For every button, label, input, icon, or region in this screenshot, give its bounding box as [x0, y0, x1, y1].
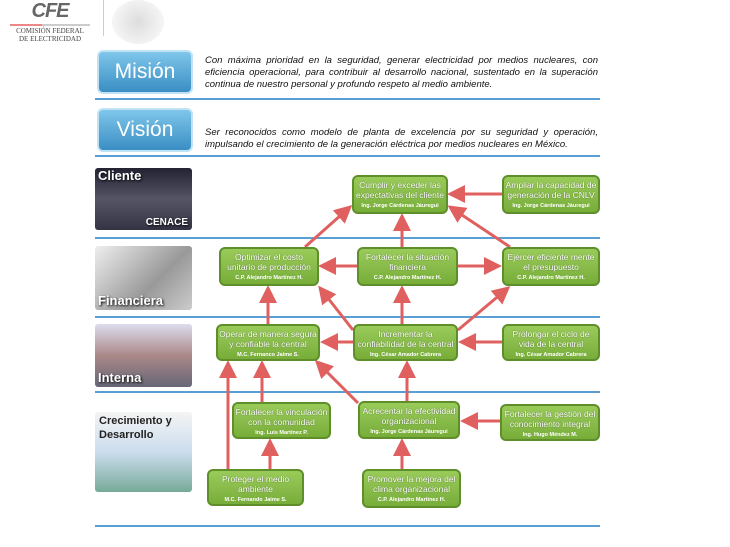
objective-box: Optimizar el costo unitario de producció…	[219, 247, 319, 286]
arrow	[304, 205, 353, 249]
objective-title: Ejercer eficiente mente el presupuesto	[507, 252, 595, 272]
objective-box: Prolongar el ciclo de vida de la central…	[502, 324, 600, 361]
objective-owner: M.C. Fernanco Jaime S.	[237, 352, 299, 358]
objective-title: Ampliar la capacidad de generación de la…	[505, 180, 597, 200]
perspective-label: Crecimiento y Desarrollo	[99, 415, 172, 441]
perspective-sublabel: CENACE	[145, 217, 188, 228]
perspective-interna: Interna	[95, 324, 192, 387]
divider	[95, 525, 600, 527]
objective-owner: Ing. César Amador Cabrera	[515, 352, 587, 358]
objective-box: Ampliar la capacidad de generación de la…	[502, 175, 600, 214]
objective-owner: Ing. Jorge Cárdenas Jáuregui	[361, 203, 439, 209]
org-name-2: DE ELECTRICIDAD	[18, 35, 82, 43]
divider	[95, 98, 600, 100]
objective-title: Optimizar el costo unitario de producció…	[227, 252, 311, 272]
arrow	[447, 205, 511, 249]
objective-title: Fortalecer la situación financiera	[365, 252, 450, 272]
objective-box: Operar de manera segura y confiable la c…	[216, 324, 320, 361]
objective-box: Cumplir y exceder las expectativas del c…	[352, 175, 448, 214]
divider	[95, 316, 600, 318]
objective-box: Acrecentar la efectividad organizacional…	[358, 401, 460, 439]
arrow	[314, 359, 360, 405]
vision-text: Ser reconocidos como modelo de planta de…	[205, 127, 598, 150]
objective-owner: Ing. César Amador Cabrera	[369, 352, 441, 358]
perspective-label: Financiera	[98, 293, 164, 308]
objective-title: Cumplir y exceder las expectativas del c…	[356, 180, 444, 200]
divider	[103, 0, 104, 36]
objective-title: Operar de manera segura y confiable la c…	[219, 329, 317, 349]
objective-title: Acrecentar la efectividad organizacional	[362, 406, 456, 426]
national-seal-icon	[112, 0, 164, 44]
arrow	[318, 285, 355, 331]
objective-box: Incrementar la confiabilidad de la centr…	[353, 324, 458, 361]
objective-owner: Ing. Hugo Méndez M.	[522, 432, 578, 438]
objective-box: Promover la mejora del clima organizacio…	[362, 469, 461, 508]
vision-label: Visión	[97, 108, 193, 152]
perspective-crecimiento: Crecimiento y Desarrollo	[95, 412, 192, 492]
objective-title: Incrementar la confiabilidad de la centr…	[357, 329, 454, 349]
objective-title: Proteger el medio ambiente	[221, 474, 290, 494]
objective-title: Promover la mejora del clima organizacio…	[367, 474, 456, 494]
cfe-logo: CFE COMISIÓN FEDERAL DE ELECTRICIDAD	[10, 0, 90, 43]
perspective-financiera: Financiera	[95, 246, 192, 310]
objective-owner: Ing. Jorge Cárdenas Jáuregui	[370, 429, 448, 435]
objective-box: Fortalecer la vinculación con la comunid…	[232, 402, 331, 439]
objective-box: Fortalecer la gestión del conocimiento i…	[500, 404, 600, 441]
divider	[95, 237, 600, 239]
mission-text: Con máxima prioridad en la seguridad, ge…	[205, 55, 598, 90]
objective-owner: Ing. Luis Martínez P.	[255, 430, 308, 436]
objective-title: Fortalecer la vinculación con la comunid…	[235, 407, 328, 427]
objective-owner: C.P. Alejandro Martínez H.	[373, 275, 442, 281]
logo-text: CFE	[31, 0, 70, 22]
objective-owner: M.C. Fernando Jaime S.	[224, 497, 287, 503]
perspective-label: Interna	[98, 370, 142, 385]
objective-owner: C.P. Alejandro Martínez H.	[235, 275, 303, 281]
objective-title: Fortalecer la gestión del conocimiento i…	[504, 409, 596, 429]
objective-owner: C.P. Alejandro Martínez H.	[377, 497, 446, 503]
arrow	[457, 286, 511, 332]
objective-owner: Ing. Jorge Cárdenas Jáuregui	[512, 203, 590, 209]
divider	[95, 155, 600, 157]
objective-title: Prolongar el ciclo de vida de la central	[512, 329, 590, 349]
perspective-label: Cliente	[98, 168, 142, 183]
perspective-cliente: Cliente CENACE	[95, 168, 192, 230]
mission-label: Misión	[97, 50, 193, 94]
objective-owner: C.P. Alejandro Martínez H.	[517, 275, 585, 281]
org-name-1: COMISIÓN FEDERAL	[16, 27, 84, 35]
